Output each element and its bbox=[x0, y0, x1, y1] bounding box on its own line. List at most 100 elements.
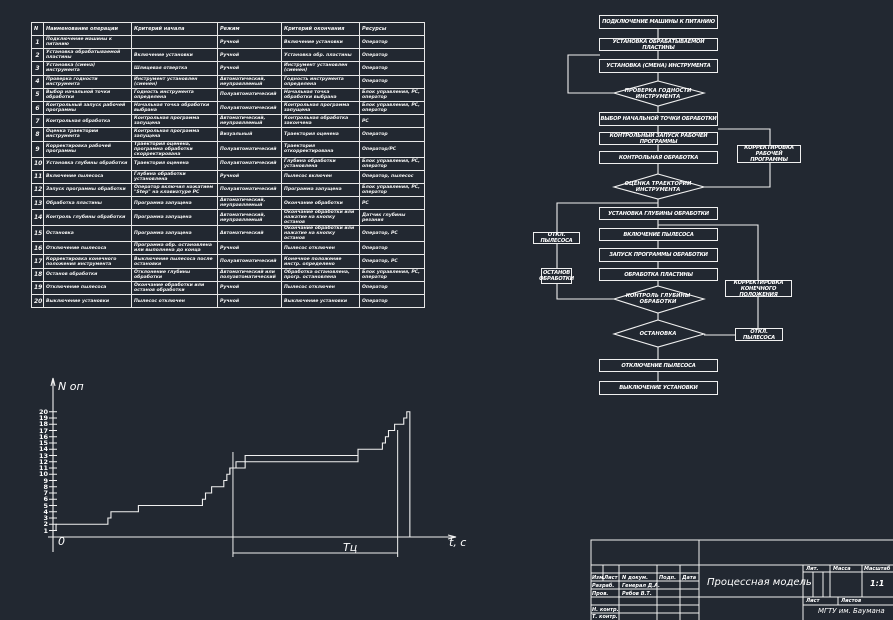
cycle-time-label: Тц bbox=[343, 541, 358, 554]
cell-mode: Автоматический, неуправляемый bbox=[217, 196, 282, 211]
cell-start-criterion: Контрольная программа запущена bbox=[131, 127, 218, 142]
y-tick-label: 6 bbox=[43, 495, 48, 504]
box-mount-plate: УСТАНОВКА ОБРАБАТЫВАЕМОЙ ПЛАСТИНЫ bbox=[599, 38, 718, 51]
box-run-program: ЗАПУСК ПРОГРАММЫ ОБРАБОТКИ bbox=[599, 248, 718, 262]
decision-shape bbox=[612, 285, 706, 314]
tb-role-checker: Пров. bbox=[592, 591, 609, 597]
cell-mode: Визуальный bbox=[217, 127, 282, 142]
box-vacuum-on: ВКЛЮЧЕНИЕ ПЫЛЕСОСА bbox=[599, 228, 718, 241]
y-axis-arrow bbox=[50, 377, 56, 387]
cell-operation: Контрольная обработка bbox=[43, 114, 132, 129]
y-tick-label: 18 bbox=[38, 420, 48, 429]
decision-depth-control: КОНТРОЛЬ ГЛУБИНЫ ОБРАБОТКИ bbox=[625, 293, 691, 305]
cell-operation: Выбор начальной точки обработки bbox=[43, 87, 132, 102]
box-vacuum-off-final: ОТКЛЮЧЕНИЕ ПЫЛЕСОСА bbox=[599, 359, 718, 372]
y-tick-label: 20 bbox=[38, 407, 48, 416]
y-tick-label: 10 bbox=[38, 470, 48, 479]
tb-name-developer: Генерал Д.А. bbox=[622, 583, 660, 589]
cell-operation: Установка (смена) инструмента bbox=[43, 61, 132, 76]
tb-header-list: Лист bbox=[604, 575, 618, 581]
branch-connector bbox=[556, 202, 658, 232]
x-axis-label: t, c bbox=[449, 536, 467, 549]
y-tick-label: 8 bbox=[43, 482, 48, 491]
decision-eval-path: ОЦЕНКА ТРАЕКТОРИИ ИНСТРУМЕНТА bbox=[624, 181, 692, 193]
cell-resources: Оператор bbox=[359, 61, 425, 76]
box-start-point: ВЫБОР НАЧАЛЬНОЙ ТОЧКИ ОБРАБОТКИ bbox=[599, 112, 718, 126]
box-correct-program: КОРРЕКТИРОВКА РАБОЧЕЙ ПРОГРАММЫ bbox=[737, 145, 801, 163]
decision-check-tool: ПРОВЕРКА ГОДНОСТИ ИНСТРУМЕНТА bbox=[624, 88, 692, 100]
cell-start-criterion: Годность инструмента определена bbox=[131, 87, 218, 102]
box-test-cut: КОНТРОЛЬНАЯ ОБРАБОТКА bbox=[599, 151, 718, 164]
cell-start-criterion: Пылесос отключен bbox=[131, 293, 218, 309]
tb-sheet-label: Лист bbox=[806, 598, 820, 604]
cell-operation: Установка обрабатываемой пластины bbox=[43, 48, 132, 63]
x-axis-arrow bbox=[447, 534, 457, 540]
cell-resources: Блок управления, PC, оператор bbox=[359, 87, 425, 102]
cell-end-criterion: Годность инструмента определена bbox=[281, 74, 360, 89]
box-shutdown: ВЫКЛЮЧЕНИЕ УСТАНОВКИ bbox=[599, 381, 718, 395]
cell-end-criterion: Контрольная программа запущена bbox=[281, 100, 360, 116]
cell-operation: Оценка траектории инструмента bbox=[43, 127, 132, 142]
tb-sheets-label: Листов bbox=[841, 598, 862, 604]
loop-connector bbox=[718, 128, 771, 145]
cell-number: 7 bbox=[31, 114, 44, 129]
branch-connector bbox=[556, 284, 614, 300]
tb-mass-label: Масса bbox=[833, 566, 851, 572]
cell-resources: PC bbox=[359, 114, 425, 129]
tb-header-doc: N докум. bbox=[622, 575, 649, 581]
origin-label: 0 bbox=[58, 535, 65, 548]
tb-header-sign: Подп. bbox=[659, 575, 677, 581]
y-tick-label: 7 bbox=[43, 489, 48, 497]
series-line-start bbox=[53, 411, 411, 537]
loop-connector bbox=[704, 163, 771, 188]
y-tick-label: 11 bbox=[38, 464, 48, 472]
box-vacuum-off-left: ОТКЛ. ПЫЛЕСОСА bbox=[533, 232, 580, 244]
decision-shape bbox=[611, 80, 707, 107]
cell-start-criterion: Инструмент установлен (сменен) bbox=[131, 74, 218, 89]
cell-operation: Выключение установки bbox=[43, 293, 132, 309]
cell-end-criterion: Окончание обработки bbox=[281, 196, 360, 211]
tb-scale-value: 1:1 bbox=[870, 579, 885, 588]
tb-name-checker: Рябов В.Т. bbox=[622, 591, 652, 597]
tb-role-tech-control: Т. контр. bbox=[592, 614, 618, 620]
cell-resources: Оператор bbox=[359, 293, 425, 309]
y-tick-label: 1 bbox=[43, 526, 48, 535]
tb-lit-label: Лит. bbox=[806, 566, 819, 572]
box-vacuum-off-right: ОТКЛ. ПЫЛЕСОСА bbox=[735, 328, 783, 341]
tb-header-izm: Изм. bbox=[592, 575, 606, 581]
cell-number: 4 bbox=[31, 74, 44, 89]
box-correct-end-position: КОРРЕКТИРОВКА КОНЕЧНОГО ПОЛОЖЕНИЯ bbox=[725, 280, 792, 298]
y-tick-label: 19 bbox=[38, 414, 48, 422]
box-set-depth: УСТАНОВКА ГЛУБИНЫ ОБРАБОТКИ bbox=[599, 207, 718, 220]
y-tick-label: 5 bbox=[43, 501, 48, 510]
tb-organization: МГТУ им. Баумана bbox=[818, 607, 885, 615]
decision-stop: ОСТАНОВКА bbox=[639, 331, 677, 337]
y-tick-label: 2 bbox=[43, 520, 48, 529]
y-tick-label: 13 bbox=[38, 451, 48, 460]
y-tick-label: 12 bbox=[38, 457, 48, 466]
cell-resources: PC bbox=[359, 196, 425, 211]
y-tick-label: 14 bbox=[38, 445, 48, 454]
cell-start-criterion: Контрольная программа запущена bbox=[131, 114, 218, 129]
tb-role-norm-control: Н. контр. bbox=[592, 607, 619, 613]
y-tick-label: 9 bbox=[43, 476, 48, 485]
decision-shape bbox=[611, 173, 707, 200]
series-line-parallel bbox=[229, 455, 359, 475]
y-tick-label: 3 bbox=[43, 514, 48, 522]
cell-resources: Оператор bbox=[359, 74, 425, 89]
title-block-frame bbox=[590, 539, 893, 620]
